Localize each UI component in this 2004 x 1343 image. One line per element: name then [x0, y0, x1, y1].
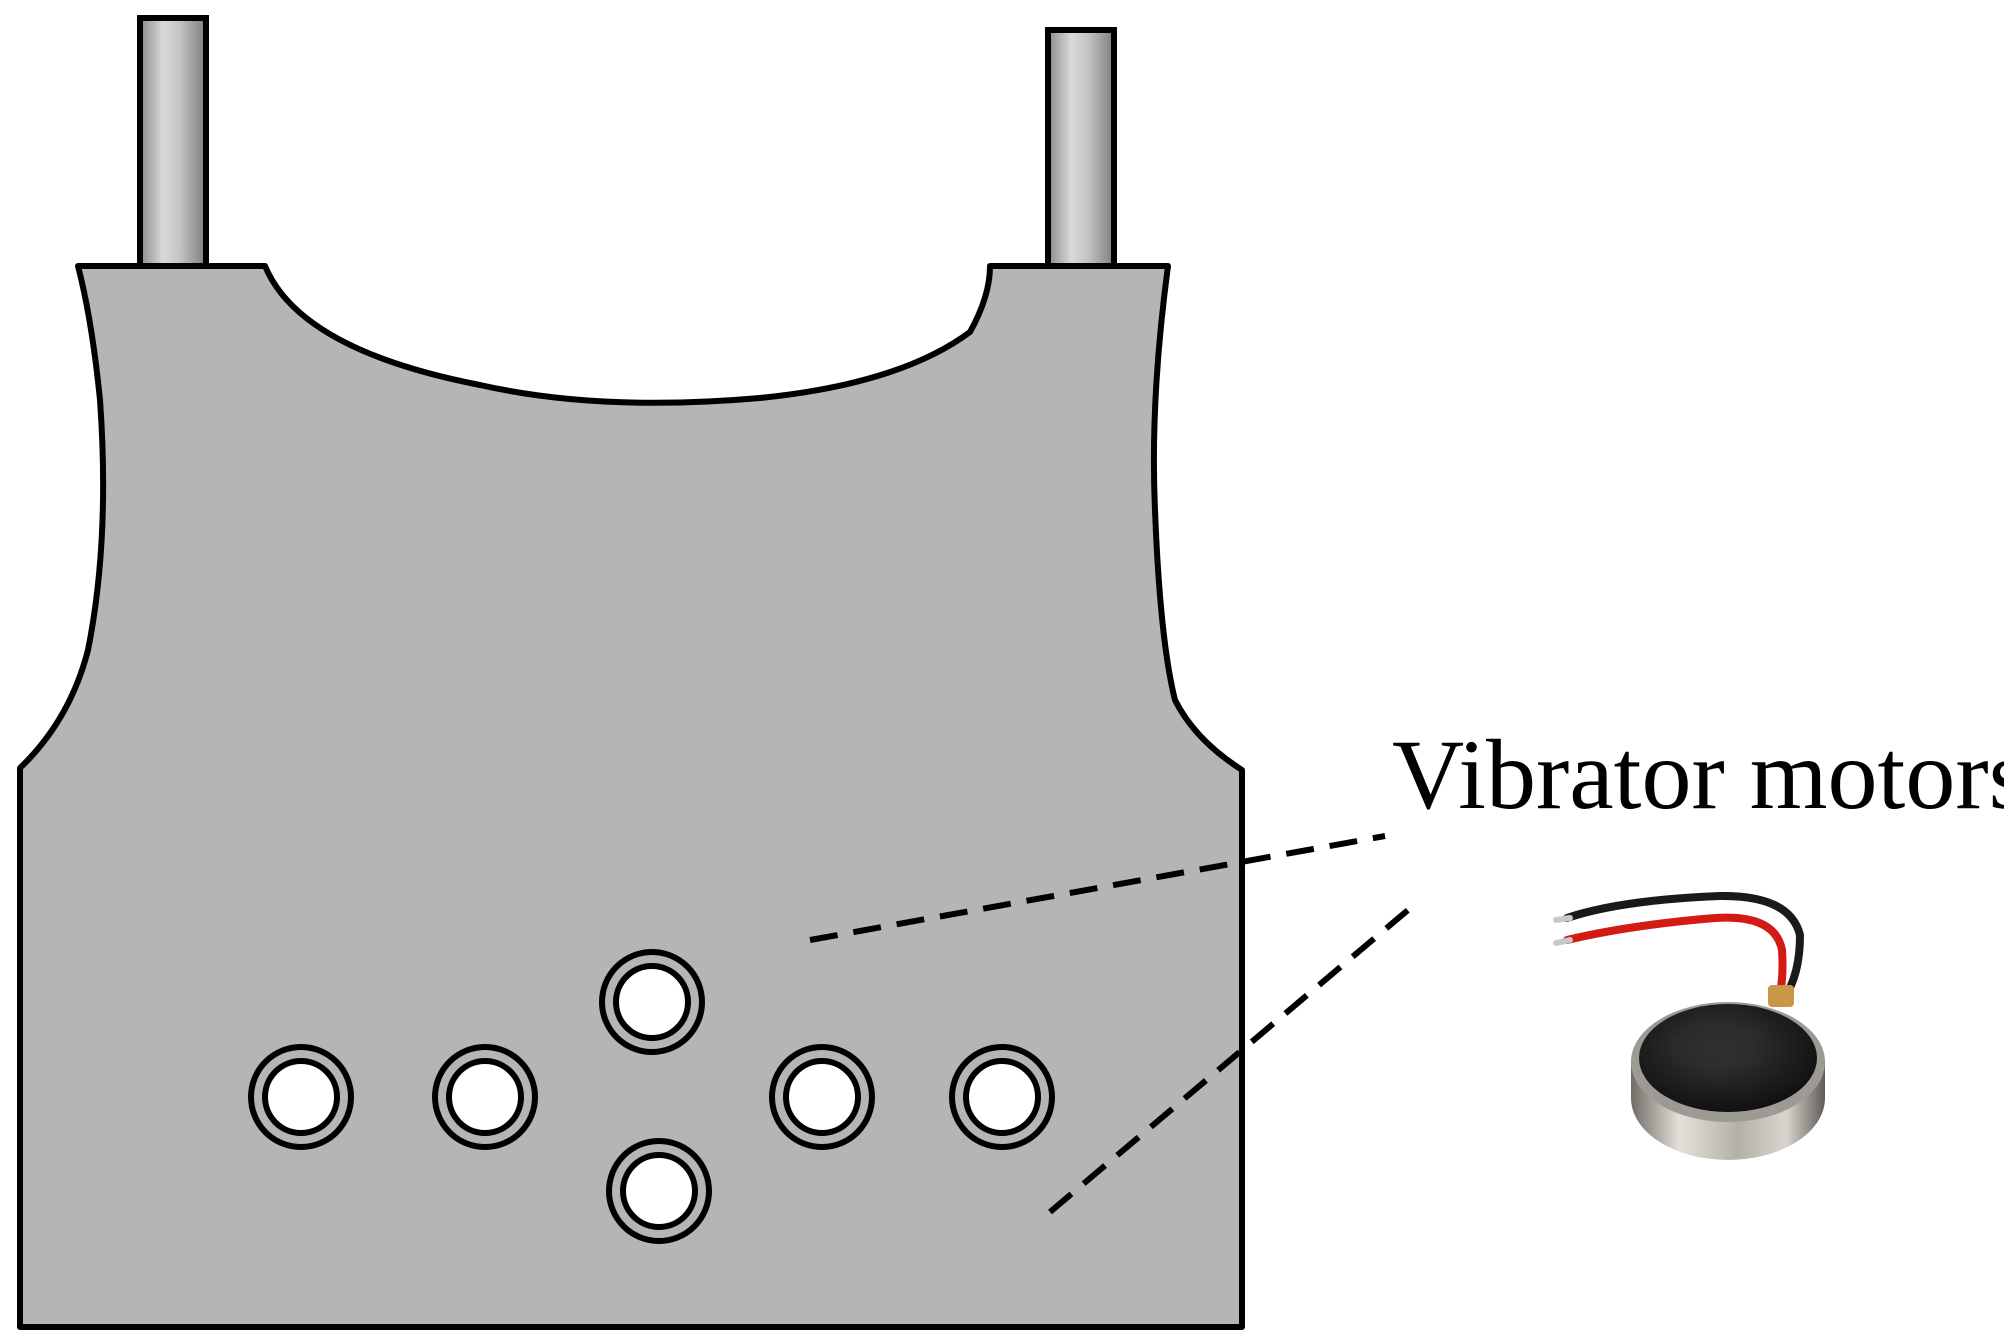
right-strap: [1045, 27, 1117, 291]
vibrator-motor-symbol-left-outer: [248, 1044, 354, 1150]
callout-label: Vibrator motors: [1392, 719, 2004, 830]
callout-line-lower: [1048, 907, 1410, 1215]
vibrator-motor-symbol-right-inner: [769, 1044, 875, 1150]
vibrator-motor-symbol-top: [599, 949, 705, 1055]
vibrator-motor-symbol-bottom: [606, 1138, 712, 1244]
left-strap: [137, 15, 209, 291]
coin-vibration-motor-photo: [1553, 891, 1825, 1160]
motor-symbols: [248, 949, 1055, 1244]
vibrator-motor-symbol-left-inner: [432, 1044, 538, 1150]
vibrator-motor-symbol-right-outer: [949, 1044, 1055, 1150]
callout-line-upper: [809, 833, 1386, 943]
